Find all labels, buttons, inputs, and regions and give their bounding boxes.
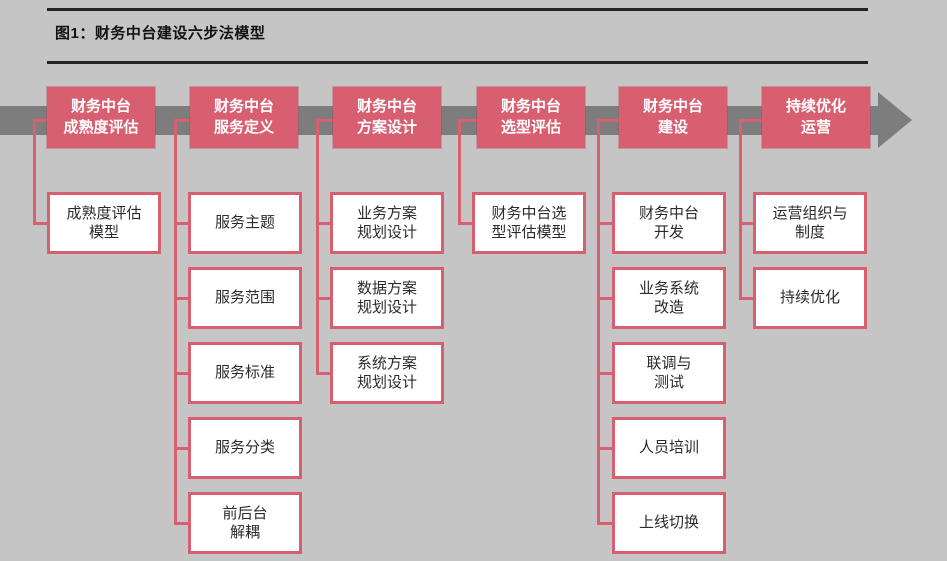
figure-title: 图1：财务中台建设六步法模型 [55,25,266,42]
connector-line [174,297,191,300]
connector-line [597,222,614,225]
connector-line [316,297,333,300]
sub-item: 人员培训 [612,417,726,479]
connector-line [458,222,475,225]
sub-item: 服务标准 [188,342,302,404]
step-header: 财务中台 方案设计 [333,87,441,148]
step-header: 财务中台 选型评估 [477,87,585,148]
connector-line [174,447,191,450]
sub-item: 前后台 解耦 [188,492,302,554]
connector-line [33,119,47,122]
sub-item: 业务方案 规划设计 [330,192,444,254]
connector-line [597,297,614,300]
title-bottom-rule [47,61,868,64]
connector-line [739,222,756,225]
connector-line [316,222,333,225]
sub-item: 服务主题 [188,192,302,254]
step-group-selection-evaluation: 财务中台 选型评估 财务中台选 型评估模型 [458,0,598,561]
step-group-construction: 财务中台 建设 财务中台 开发 业务系统 改造 联调与 测试 人员培训 上线切换 [597,0,737,561]
connector-line [33,119,36,225]
step-group-maturity-assessment: 财务中台 成熟度评估 成熟度评估 模型 [33,0,173,561]
connector-line [597,119,600,525]
sub-item: 服务分类 [188,417,302,479]
connector-line [174,119,177,525]
sub-item: 持续优化 [753,267,867,329]
sub-item: 服务范围 [188,267,302,329]
sub-item: 财务中台选 型评估模型 [472,192,586,254]
step-header: 持续优化 运营 [762,87,870,148]
step-header: 财务中台 成熟度评估 [47,87,155,148]
connector-line [316,119,333,122]
title-top-rule [47,8,868,11]
connector-line [458,119,461,225]
step-header: 财务中台 服务定义 [190,87,298,148]
connector-line [316,372,333,375]
sub-item: 数据方案 规划设计 [330,267,444,329]
right-arrow-icon [878,92,912,148]
connector-line [739,119,762,122]
sub-item: 系统方案 规划设计 [330,342,444,404]
connector-line [458,119,477,122]
step-group-solution-design: 财务中台 方案设计 业务方案 规划设计 数据方案 规划设计 系统方案 规划设计 [316,0,456,561]
connector-line [316,119,319,375]
connector-line [739,119,742,300]
connector-line [174,222,191,225]
connector-line [597,447,614,450]
sub-item: 财务中台 开发 [612,192,726,254]
connector-line [597,372,614,375]
sub-item: 成熟度评估 模型 [47,192,161,254]
connector-line [739,297,756,300]
connector-line [33,222,50,225]
step-header: 财务中台 建设 [619,87,727,148]
connector-line [597,119,619,122]
connector-line [174,119,190,122]
sub-item: 运营组织与 制度 [753,192,867,254]
connector-line [597,522,614,525]
sub-item: 联调与 测试 [612,342,726,404]
step-group-service-definition: 财务中台 服务定义 服务主题 服务范围 服务标准 服务分类 前后台 解耦 [174,0,314,561]
connector-line [174,522,191,525]
sub-item: 上线切换 [612,492,726,554]
sub-item: 业务系统 改造 [612,267,726,329]
connector-line [174,372,191,375]
step-group-continuous-operation: 持续优化 运营 运营组织与 制度 持续优化 [739,0,879,561]
